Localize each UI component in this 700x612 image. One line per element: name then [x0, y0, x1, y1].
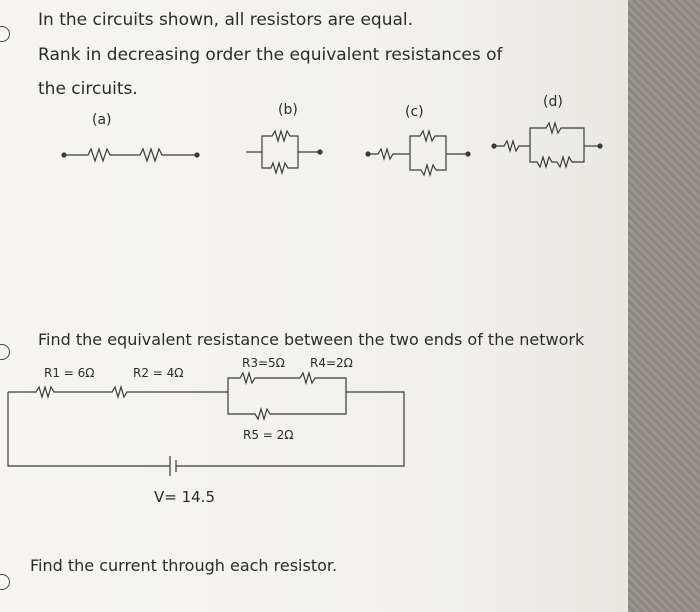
circuit-c-diagram [365, 128, 471, 178]
question-1-line-2: Rank in decreasing order the equivalent … [38, 45, 503, 65]
circuit-d-label: (d) [543, 94, 563, 110]
circuit-a-label: (a) [92, 112, 112, 128]
question-1-line-1: In the circuits shown, all resistors are… [38, 10, 414, 30]
circuit-c-label: (c) [405, 104, 424, 120]
resistor-r2-label: R2 = 4Ω [133, 366, 184, 380]
circuit-d-diagram [491, 120, 603, 170]
circuit-drawings [7, 120, 603, 476]
resistor-r1-label: R1 = 6Ω [44, 366, 95, 380]
question-2-network-diagram [7, 370, 405, 476]
resistor-r4-label: R4=2Ω [310, 356, 353, 370]
battery-voltage-label: V= 14.5 [154, 488, 215, 506]
resistor-r3-label: R3=5Ω [242, 356, 285, 370]
resistor-r5-label: R5 = 2Ω [243, 428, 294, 442]
circuit-a-diagram [61, 147, 200, 163]
paper-sheet [0, 0, 628, 612]
question-2-prompt: Find the equivalent resistance between t… [38, 330, 585, 349]
question-3-prompt: Find the current through each resistor. [30, 556, 338, 575]
circuit-b-label: (b) [278, 102, 298, 118]
question-1-line-3: the circuits. [38, 79, 138, 99]
table-background [628, 0, 700, 612]
circuit-b-diagram [246, 128, 323, 176]
